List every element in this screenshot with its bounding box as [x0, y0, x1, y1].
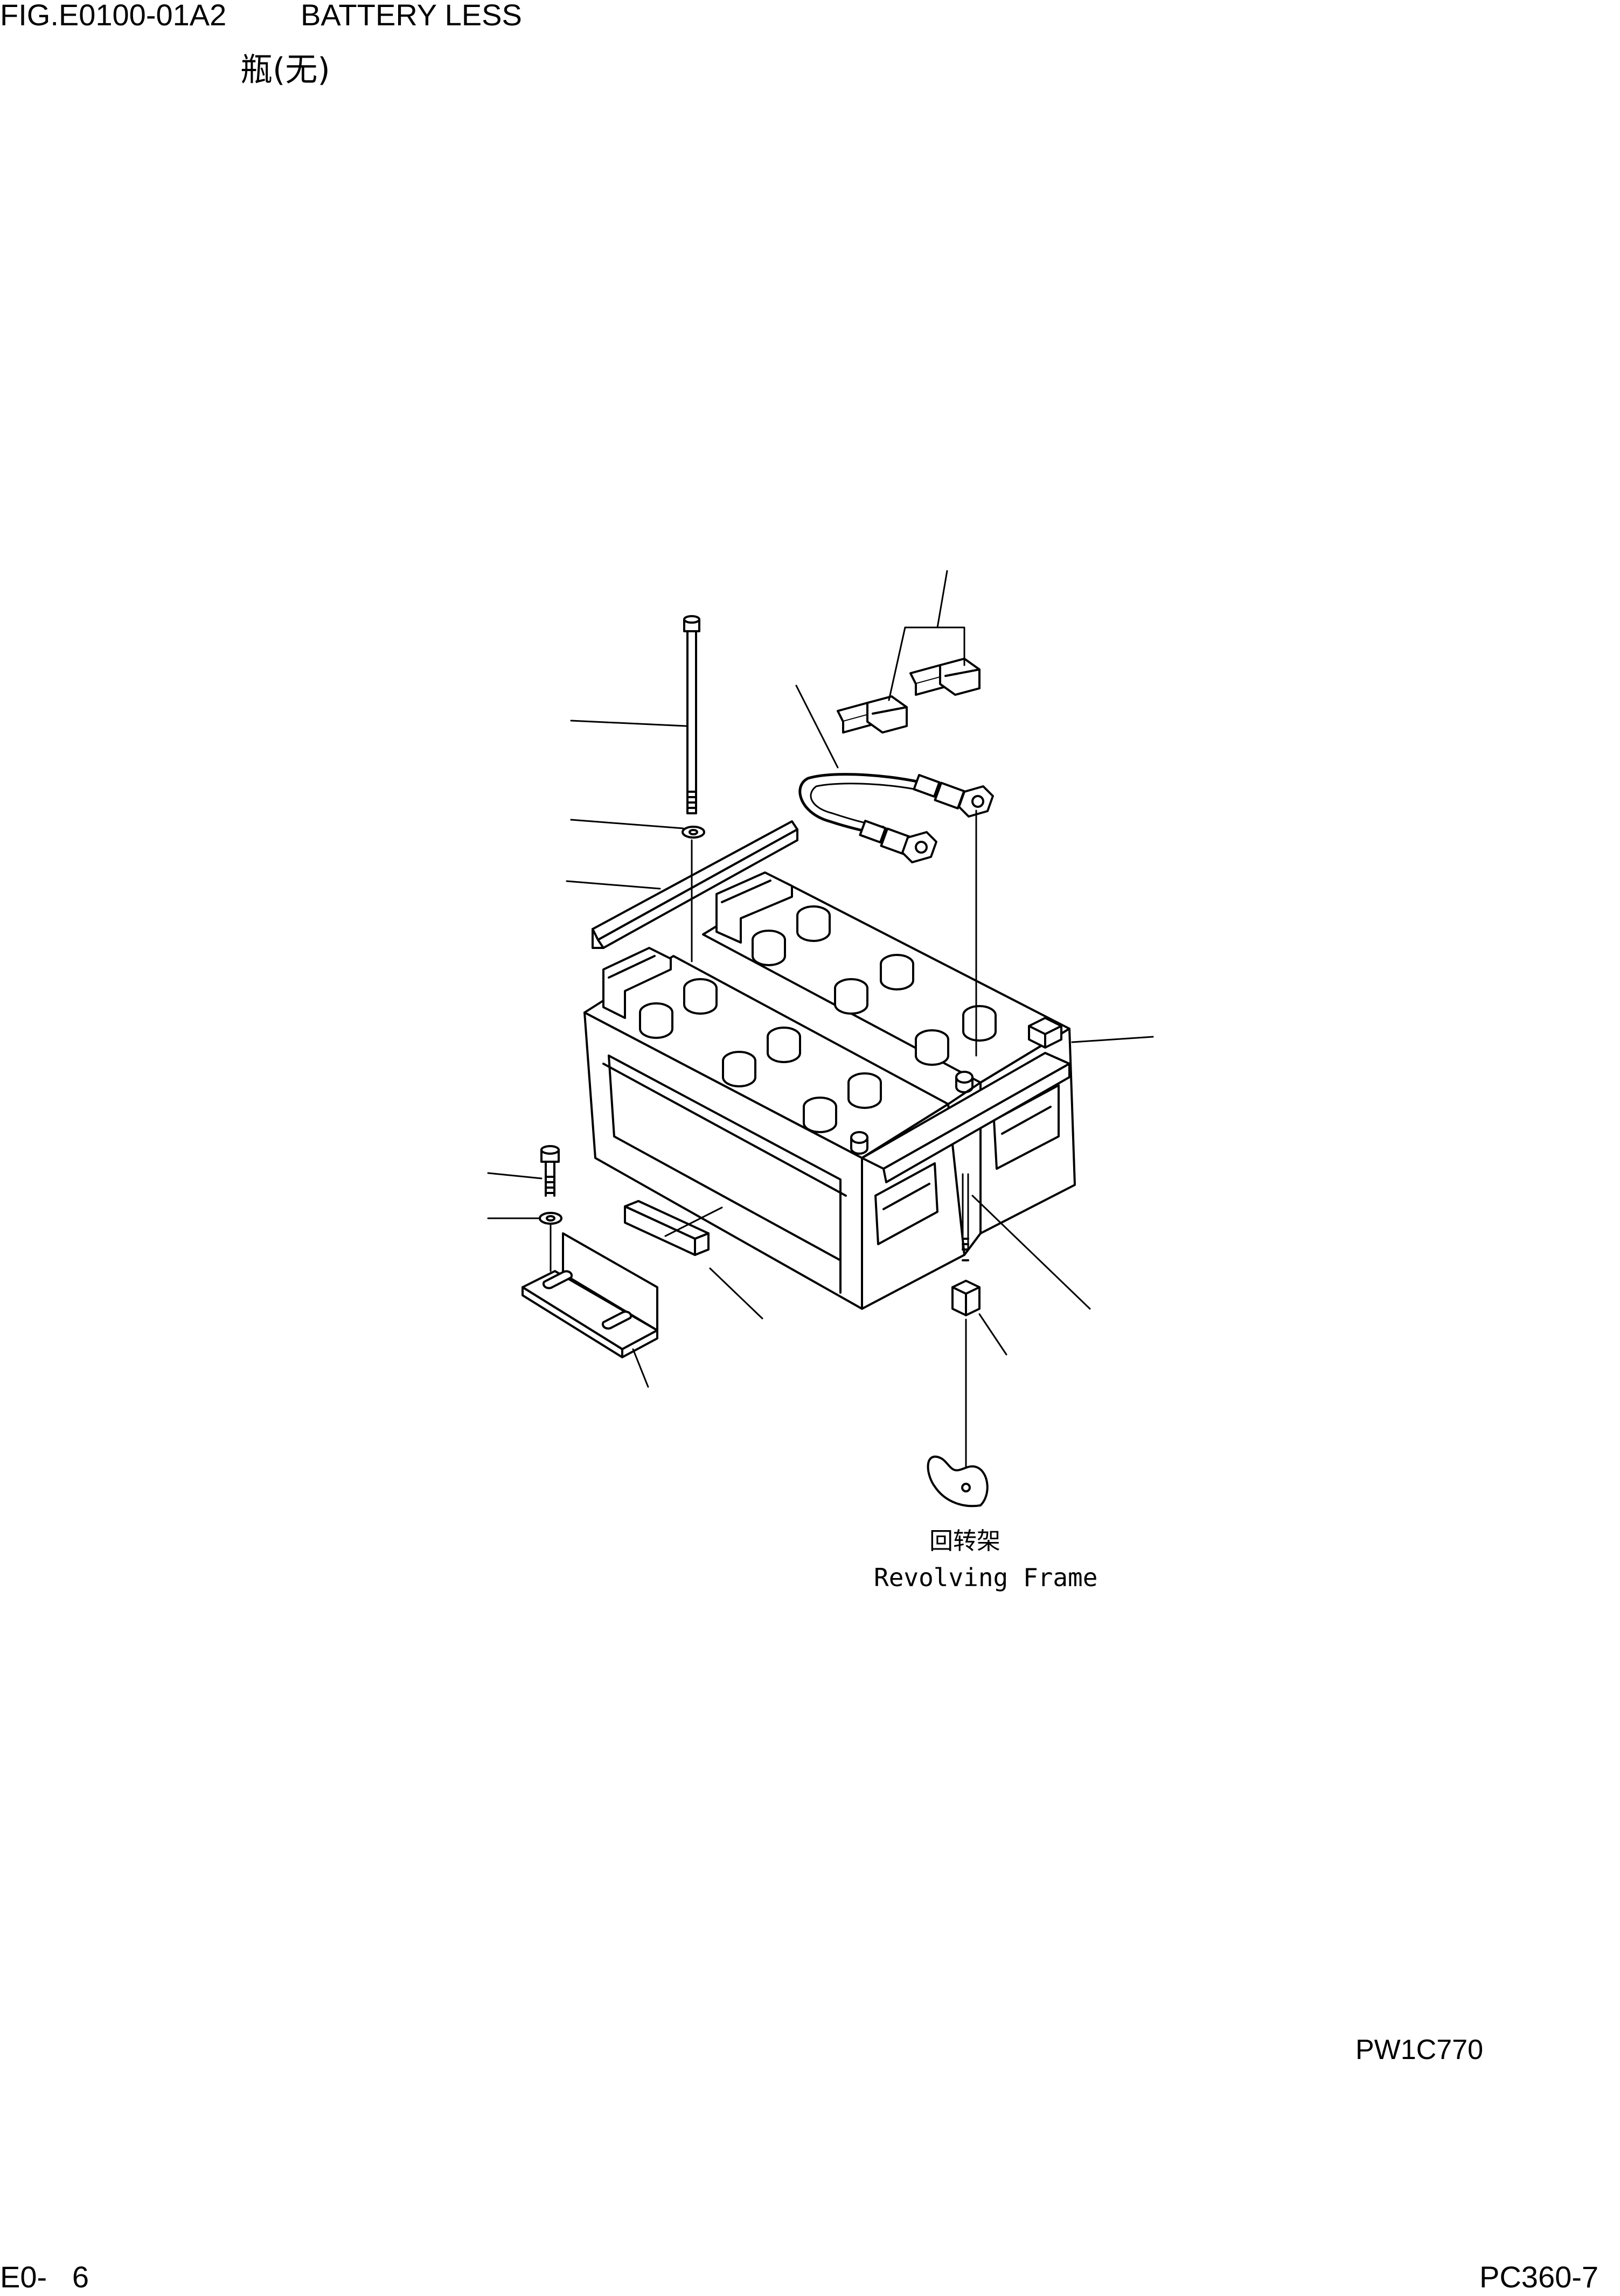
- left-battery-handle: [603, 948, 671, 1018]
- battery-cable: [800, 774, 993, 1056]
- nut-bottom: [952, 1281, 979, 1481]
- front-clamp-bar: [851, 1018, 1069, 1182]
- j-bolt-bottom: [963, 1174, 968, 1260]
- machine-model: PC360-7: [1479, 2260, 1599, 2294]
- leader-lines: [488, 571, 1153, 1387]
- revolving-frame-patch: [928, 1457, 988, 1506]
- right-battery-caps: [753, 906, 996, 1065]
- left-battery-caps: [640, 979, 881, 1132]
- page-number: E0- 6: [0, 2260, 89, 2294]
- figure-code: FIG.E0100-01A2: [0, 0, 227, 32]
- long-rod-bolt: [684, 616, 699, 961]
- washer-left: [540, 1213, 561, 1271]
- drawing-number: PW1C770: [1355, 2034, 1483, 2065]
- l-bracket: [523, 1233, 657, 1357]
- revolving-frame-label: Revolving Frame: [874, 1563, 1098, 1592]
- small-bolt-left: [541, 1146, 559, 1196]
- terminal-caps: [838, 659, 979, 732]
- rubber-pad: [625, 1201, 708, 1255]
- revolving-frame-label-chinese: 回转架: [929, 1527, 1000, 1555]
- top-hold-down-bar: [593, 821, 797, 948]
- figure-title: BATTERY LESS: [301, 0, 522, 32]
- figure-subtitle-chinese: 瓶(无): [240, 51, 330, 89]
- washer-top: [683, 827, 704, 838]
- right-battery-handle: [717, 873, 792, 943]
